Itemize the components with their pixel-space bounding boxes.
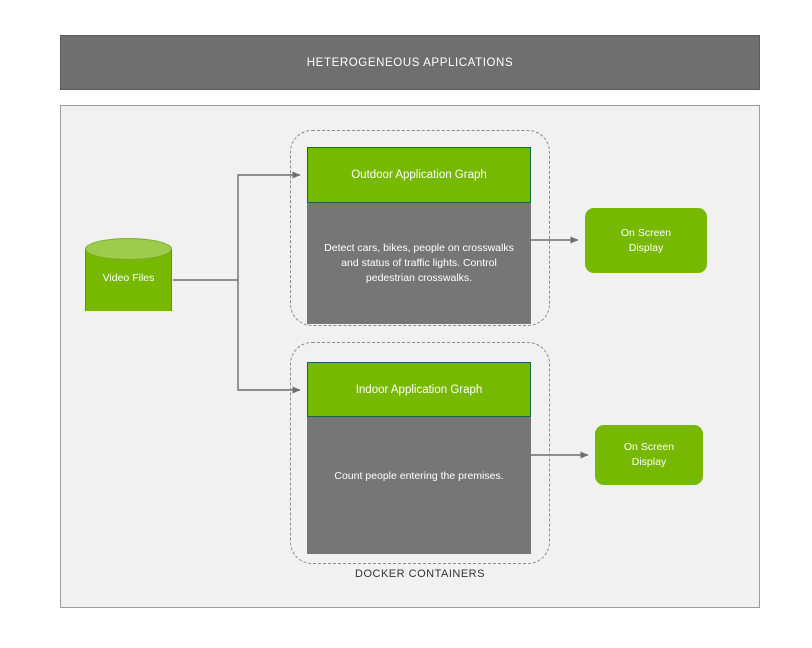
docker-container-outline-indoor: [290, 342, 550, 564]
outdoor-application-description: Detect cars, bikes, people on crosswalks…: [324, 241, 514, 285]
page-title: HETEROGENEOUS APPLICATIONS: [306, 56, 514, 69]
video-files-label: Video Files: [102, 272, 155, 284]
cylinder-top-shape: [85, 238, 172, 260]
outdoor-application-graph-label: Outdoor Application Graph: [351, 169, 487, 181]
heterogeneous-applications-header: HETEROGENEOUS APPLICATIONS: [60, 35, 760, 90]
indoor-application-block[interactable]: Indoor Application Graph Count people en…: [307, 362, 531, 554]
indoor-application-graph-body: Count people entering the premises.: [307, 417, 531, 554]
outdoor-application-graph-header: Outdoor Application Graph: [307, 147, 531, 203]
outdoor-application-graph-body: Detect cars, bikes, people on crosswalks…: [307, 203, 531, 324]
docker-container-outline-outdoor: [290, 130, 550, 326]
docker-containers-label: DOCKER CONTAINERS: [355, 568, 485, 580]
indoor-application-graph-header: Indoor Application Graph: [307, 362, 531, 417]
indoor-application-description: Count people entering the premises.: [334, 470, 504, 482]
indoor-application-graph-label: Indoor Application Graph: [355, 383, 483, 396]
outdoor-application-block[interactable]: Outdoor Application Graph Detect cars, b…: [307, 147, 531, 324]
video-files-datastore[interactable]: Video Files: [85, 238, 172, 322]
